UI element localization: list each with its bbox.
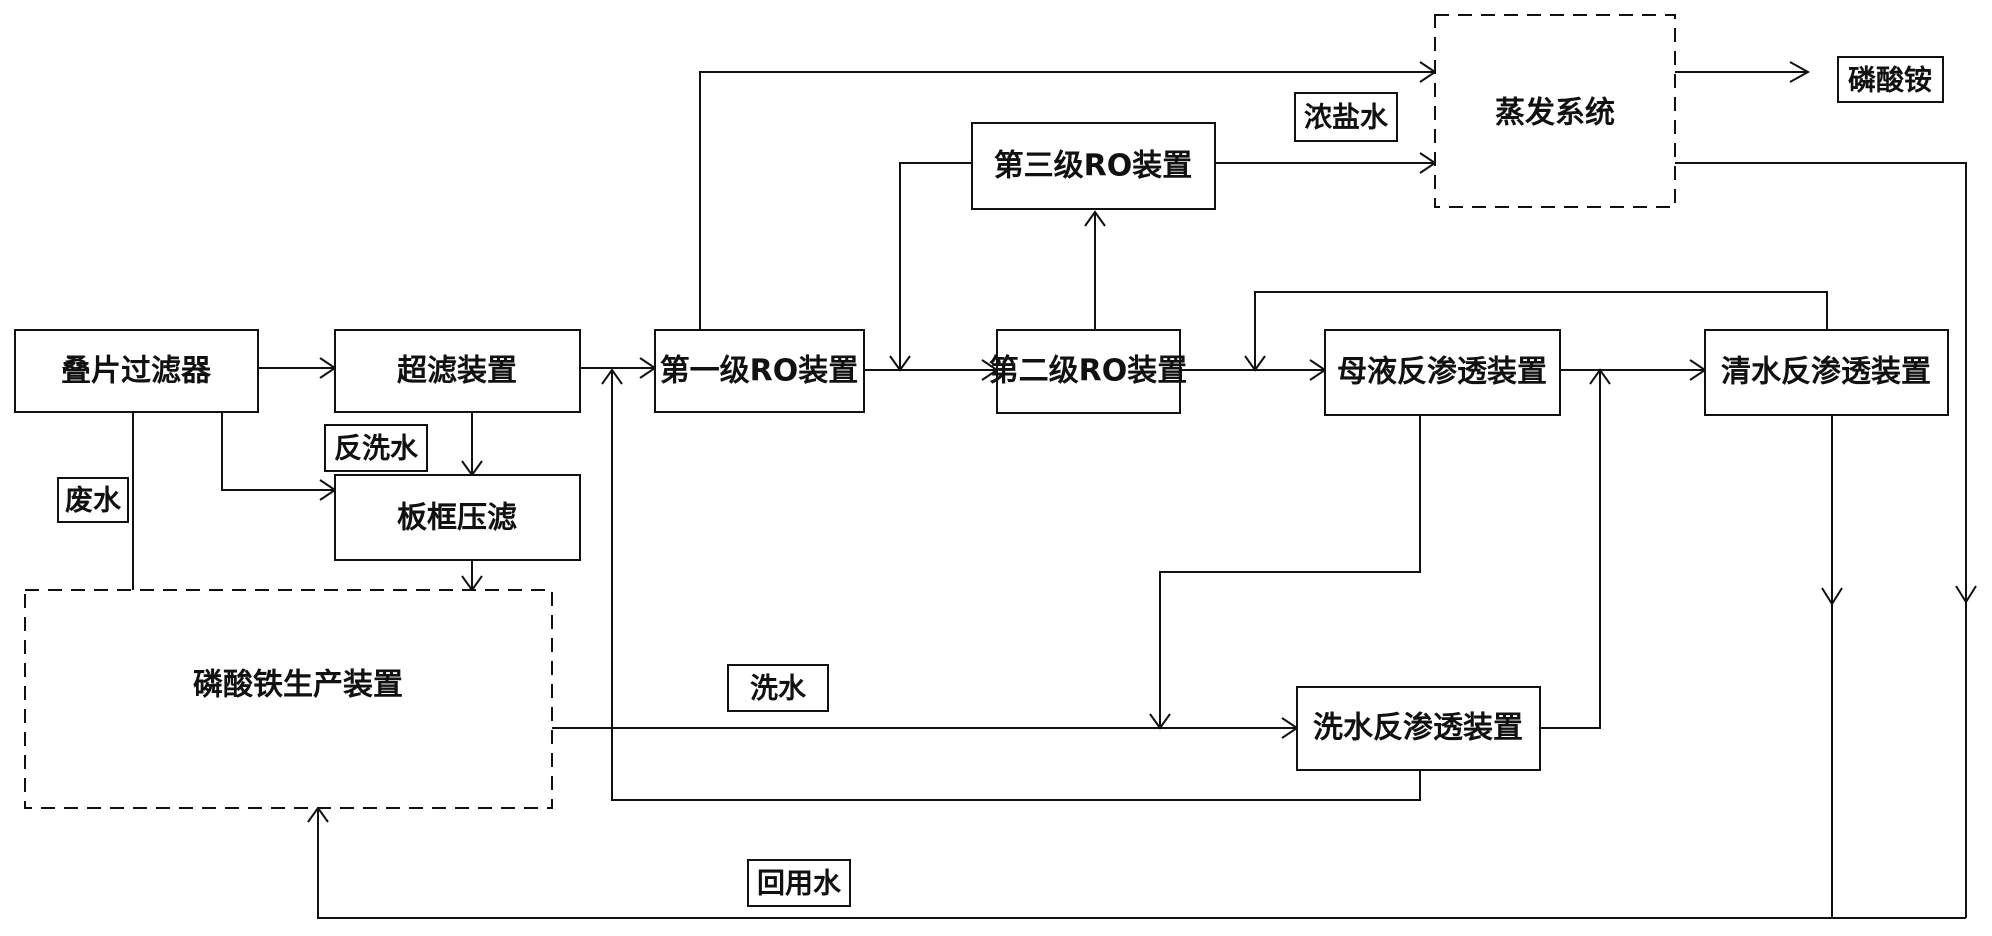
- flow-evap-to-reuse: [1675, 162, 1967, 918]
- node-fp-production[interactable]: 磷酸铁生产装置: [24, 589, 553, 809]
- label-wash-water-text: 洗水: [750, 672, 807, 705]
- node-stack-filter[interactable]: 叠片过滤器: [14, 329, 259, 413]
- node-plate-press[interactable]: 板框压滤: [334, 474, 581, 561]
- flow-mother-to-washline: [1159, 415, 1421, 728]
- node-ro-stage3-label: 第三级RO装置: [994, 149, 1193, 184]
- flow-labels: 磷酸铵 浓盐水 反洗水 废水 洗水 回用水: [57, 56, 1944, 907]
- node-ro-stage1-label: 第一级RO装置: [660, 354, 859, 389]
- label-wash-water: 洗水: [727, 664, 829, 712]
- label-ammonium-phosphate: 磷酸铵: [1837, 56, 1944, 103]
- process-boxes: 叠片过滤器 超滤装置 板框压滤 磷酸铁生产装置 第一级RO装置 第二级RO装置 …: [14, 14, 1949, 809]
- label-brine: 浓盐水: [1294, 92, 1398, 142]
- node-ultrafiltration[interactable]: 超滤装置: [334, 329, 581, 413]
- label-wastewater: 废水: [57, 477, 129, 523]
- node-mother-ro-label: 母液反渗透装置: [1337, 355, 1547, 390]
- arrow-icon: [1149, 713, 1171, 730]
- arrow-icon: [1589, 368, 1611, 385]
- node-clear-ro-label: 清水反渗透装置: [1721, 355, 1931, 390]
- flow-clear-recirculation: [1254, 291, 1828, 370]
- node-evaporation[interactable]: 蒸发系统: [1434, 14, 1676, 208]
- arrow-icon: [1244, 355, 1266, 372]
- arrow-icon: [1084, 210, 1106, 227]
- node-wash-ro[interactable]: 洗水反渗透装置: [1296, 686, 1541, 771]
- node-ultrafiltration-label: 超滤装置: [397, 354, 517, 389]
- flow-washro-to-junction: [1540, 370, 1601, 729]
- label-backwash: 反洗水: [324, 424, 428, 472]
- node-mother-ro[interactable]: 母液反渗透装置: [1324, 329, 1561, 416]
- node-ro-stage3[interactable]: 第三级RO装置: [971, 122, 1216, 210]
- node-ro-stage2-label: 第二级RO装置: [989, 354, 1188, 389]
- flow-ro1-to-evap: [699, 71, 1435, 330]
- label-backwash-text: 反洗水: [334, 432, 419, 465]
- arrow-icon: [1821, 587, 1843, 606]
- node-ro-stage2[interactable]: 第二级RO装置: [989, 329, 1188, 414]
- node-wash-ro-label: 洗水反渗透装置: [1313, 711, 1523, 746]
- label-wastewater-text: 废水: [65, 484, 122, 517]
- label-reuse-water: 回用水: [747, 859, 851, 907]
- flow-ro3-return: [899, 162, 972, 370]
- arrow-icon: [1955, 585, 1977, 604]
- label-brine-text: 浓盐水: [1304, 101, 1389, 134]
- node-clear-ro[interactable]: 清水反渗透装置: [1704, 329, 1949, 416]
- node-ro-stage1[interactable]: 第一级RO装置: [654, 329, 865, 413]
- flow-washro-to-ro1: [611, 370, 1421, 801]
- arrow-icon: [601, 368, 623, 385]
- label-ammonium-phosphate-text: 磷酸铵: [1848, 64, 1932, 97]
- arrow-icon: [889, 355, 911, 372]
- label-reuse-water-text: 回用水: [757, 867, 842, 900]
- node-evaporation-label: 蒸发系统: [1495, 96, 1615, 131]
- node-fp-production-label: 磷酸铁生产装置: [193, 668, 403, 703]
- flow-reuse-to-production: [317, 808, 1966, 919]
- node-plate-press-label: 板框压滤: [397, 501, 517, 536]
- arrow-icon: [1789, 61, 1811, 83]
- flow-filter-to-press: [221, 412, 335, 491]
- node-stack-filter-label: 叠片过滤器: [61, 354, 212, 389]
- connectors: [132, 71, 1967, 919]
